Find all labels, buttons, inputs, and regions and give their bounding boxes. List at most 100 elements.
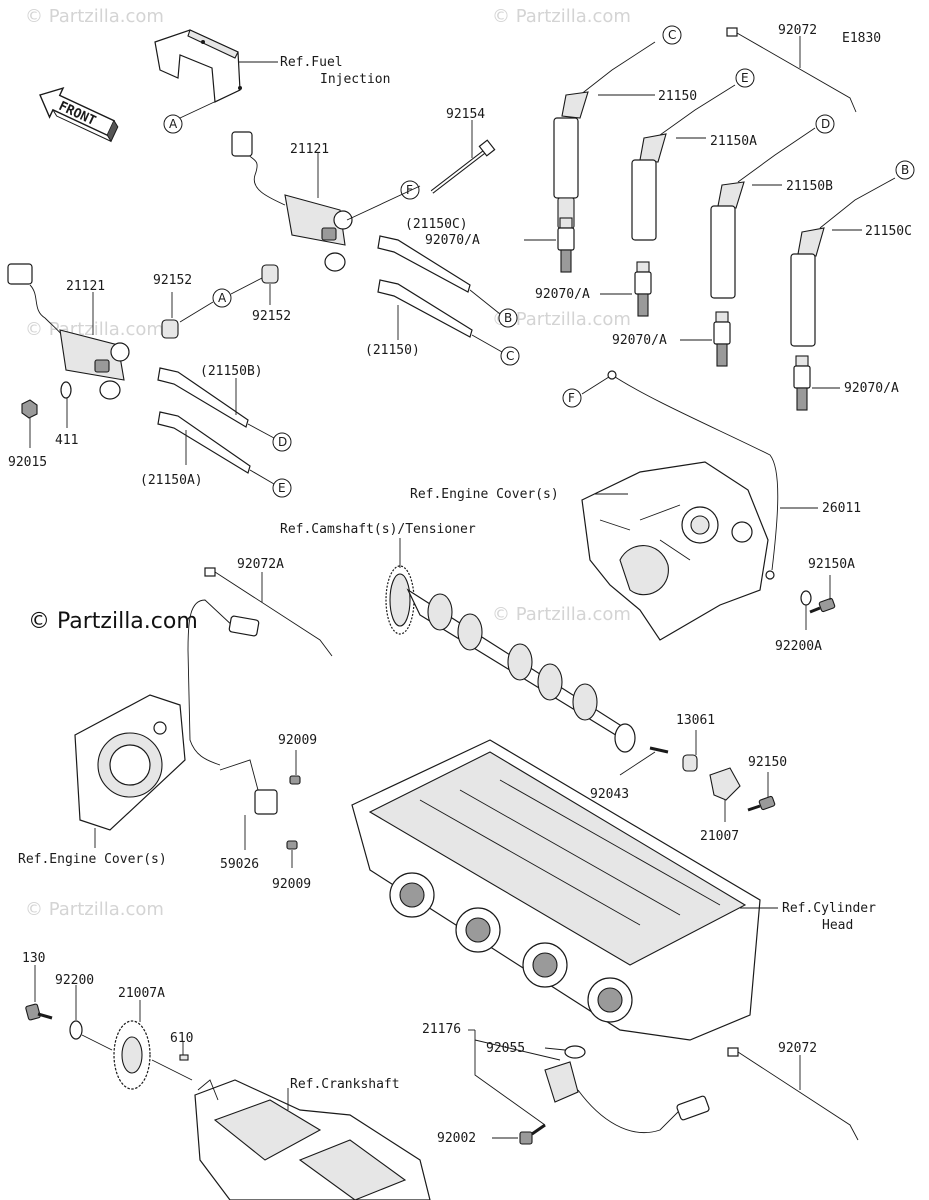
washer-92200 <box>69 1020 83 1040</box>
bolt-92150 <box>747 795 776 812</box>
label-59026: 59026 <box>220 857 259 872</box>
label-92200a: 92200A <box>775 639 822 654</box>
callout-f-coil-label: F <box>406 183 413 197</box>
camshaft <box>385 565 636 753</box>
collar-92152-a <box>261 264 279 284</box>
callout-b-top <box>895 160 915 180</box>
callout-a-coil-label: A <box>218 291 227 305</box>
label-26011: 26011 <box>822 501 861 516</box>
callout-c-top-label: C <box>668 28 676 42</box>
label-92152-b: 92152 <box>252 309 291 324</box>
label-92150a: 92150A <box>808 557 855 572</box>
sensor-21007 <box>709 767 741 801</box>
spark-plug-3 <box>713 311 731 367</box>
plug-lead-21150b <box>710 127 816 299</box>
label-21176: 21176 <box>422 1022 461 1037</box>
ref-engine-cover-top: Ref.Engine Cover(s) <box>410 487 559 502</box>
label-411: 411 <box>55 433 78 448</box>
label-21150c-paren: (21150C) <box>405 217 468 232</box>
watermark-mid-left: © Partzilla.com <box>25 319 164 340</box>
callout-a-top-label: A <box>169 117 178 131</box>
label-21150: 21150 <box>658 89 697 104</box>
callout-d-top <box>815 114 835 134</box>
label-21121-left: 21121 <box>66 279 105 294</box>
callout-e-coil <box>272 478 292 498</box>
callout-c-top <box>662 25 682 45</box>
callout-c-coil <box>500 346 520 366</box>
watermark-center: © Partzilla.com <box>492 604 631 625</box>
spark-plug-4 <box>793 355 811 411</box>
label-130: 130 <box>22 951 45 966</box>
label-92009-b: 92009 <box>272 877 311 892</box>
ref-fuel-injection-line1: Ref.Fuel <box>280 55 343 70</box>
watermark-mid-center: © Partzilla.com <box>492 309 631 330</box>
ref-cylinder-head-line2: Head <box>822 918 853 933</box>
label-92015: 92015 <box>8 455 47 470</box>
o-ring-92055 <box>564 1045 586 1059</box>
label-21150b: 21150B <box>786 179 833 194</box>
spark-plug-1 <box>557 217 575 273</box>
label-21007a: 21007A <box>118 986 165 1001</box>
callout-a-top <box>163 114 183 134</box>
diagram-code: E1830 <box>842 31 881 46</box>
ref-engine-cover-left: Ref.Engine Cover(s) <box>18 852 167 867</box>
callout-b-coil-label: B <box>504 311 512 325</box>
cylinder-head <box>351 739 761 1041</box>
plug-boot-21150 <box>377 279 473 338</box>
fuel-injection-bracket <box>154 29 242 103</box>
bolt-130 <box>25 1003 53 1021</box>
label-92200: 92200 <box>55 973 94 988</box>
label-21150-paren: (21150) <box>365 343 420 358</box>
label-92152-a: 92152 <box>153 273 192 288</box>
sensor-59026 <box>187 599 278 815</box>
callout-b-top-label: B <box>901 163 909 177</box>
callout-d-top-label: D <box>821 117 830 131</box>
callout-c-coil-label: C <box>506 349 514 363</box>
nut-92015 <box>21 399 38 419</box>
washer-92200a <box>800 590 812 606</box>
label-21150c: 21150C <box>865 224 912 239</box>
label-92070a-3: 92070/A <box>612 333 667 348</box>
engine-cover-top <box>581 461 769 641</box>
bolt-92154 <box>430 139 496 194</box>
callout-d-coil <box>272 432 292 452</box>
timing-rotor-21007a <box>113 1020 151 1090</box>
crankshaft <box>194 1079 431 1200</box>
ignition-coil-top <box>231 131 353 272</box>
label-92002: 92002 <box>437 1131 476 1146</box>
callout-b-coil <box>498 308 518 328</box>
ref-camshaft: Ref.Camshaft(s)/Tensioner <box>280 522 476 537</box>
label-21150a-paren: (21150A) <box>140 473 203 488</box>
watermark-top-center: © Partzilla.com <box>492 6 631 27</box>
cable-tie-92072-bottom <box>727 1047 859 1141</box>
label-92072a: 92072A <box>237 557 284 572</box>
ground-cable-26011 <box>581 370 779 580</box>
plug-boot-21150b <box>157 367 249 428</box>
label-92072-top: 92072 <box>778 23 817 38</box>
collar-92152-b <box>161 319 179 339</box>
label-92070a-1: 92070/A <box>425 233 480 248</box>
cable-tie-92072a <box>204 567 333 657</box>
crank-sensor-21176 <box>544 1061 710 1134</box>
plug-boot-21150c <box>377 235 471 293</box>
label-13061: 13061 <box>676 713 715 728</box>
label-21121-top: 21121 <box>290 142 329 157</box>
label-92072-bottom: 92072 <box>778 1041 817 1056</box>
watermark-top-left: © Partzilla.com <box>25 6 164 27</box>
plug-lead-21150a <box>631 84 736 241</box>
callout-e-top <box>735 68 755 88</box>
ignition-coil-left <box>7 263 130 400</box>
label-92150: 92150 <box>748 755 787 770</box>
label-21150b-paren: (21150B) <box>200 364 263 379</box>
callout-a-coil <box>212 288 232 308</box>
callout-d-coil-label: D <box>278 435 287 449</box>
watermark-low-left: © Partzilla.com <box>25 899 164 920</box>
callout-f-cable-label: F <box>568 391 575 405</box>
label-21007: 21007 <box>700 829 739 844</box>
key-610 <box>179 1054 189 1061</box>
screw-92009-b <box>286 840 298 850</box>
ref-cylinder-head-line1: Ref.Cylinder <box>782 901 876 916</box>
spark-plug-2 <box>634 261 652 317</box>
cable-tie-92072-top <box>726 27 857 113</box>
